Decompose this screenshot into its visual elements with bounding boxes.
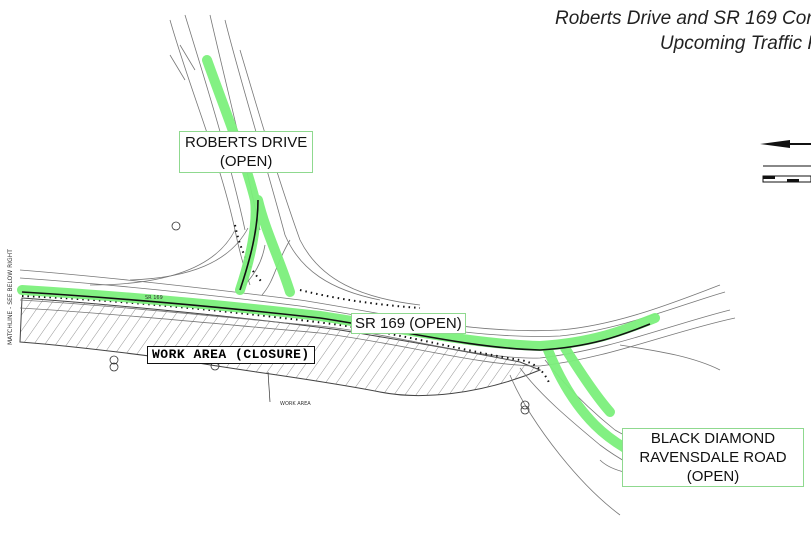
- sr169-small-note: SR 169: [145, 295, 163, 301]
- map-title-line-2: Upcoming Traffic F: [659, 33, 811, 54]
- roberts-drive-route-b: [253, 195, 295, 297]
- matchline-note: MATCHLINE - SEE BELOW RIGHT: [7, 249, 14, 345]
- open-route-highlight: [17, 55, 660, 453]
- work-area-small-note: WORK AREA: [280, 401, 311, 407]
- black-diamond-label: BLACK DIAMOND RAVENSDALE ROAD (OPEN): [622, 428, 804, 487]
- sr169-label: SR 169 (OPEN): [351, 313, 466, 334]
- closure-dotted-lines: [21, 224, 551, 386]
- roberts-drive-label: ROBERTS DRIVE (OPEN): [179, 131, 314, 173]
- black-diamond-label-line3: (OPEN): [686, 468, 740, 485]
- black-diamond-route: [543, 345, 630, 453]
- roadway-linework: [19, 14, 736, 516]
- north-arrow-icon: [760, 140, 811, 148]
- black-diamond-label-line2: RAVENSDALE ROAD: [639, 449, 787, 466]
- roberts-drive-label-line2: (OPEN): [219, 153, 273, 170]
- scale-bar: [762, 165, 811, 183]
- map-title-line-1: Roberts Drive and SR 169 Corr: [555, 8, 811, 29]
- work-area-label: WORK AREA (CLOSURE): [147, 346, 315, 364]
- black-diamond-route-b: [560, 343, 615, 417]
- roberts-drive-label-line1: ROBERTS DRIVE: [185, 134, 308, 151]
- black-diamond-label-line1: BLACK DIAMOND: [650, 430, 776, 447]
